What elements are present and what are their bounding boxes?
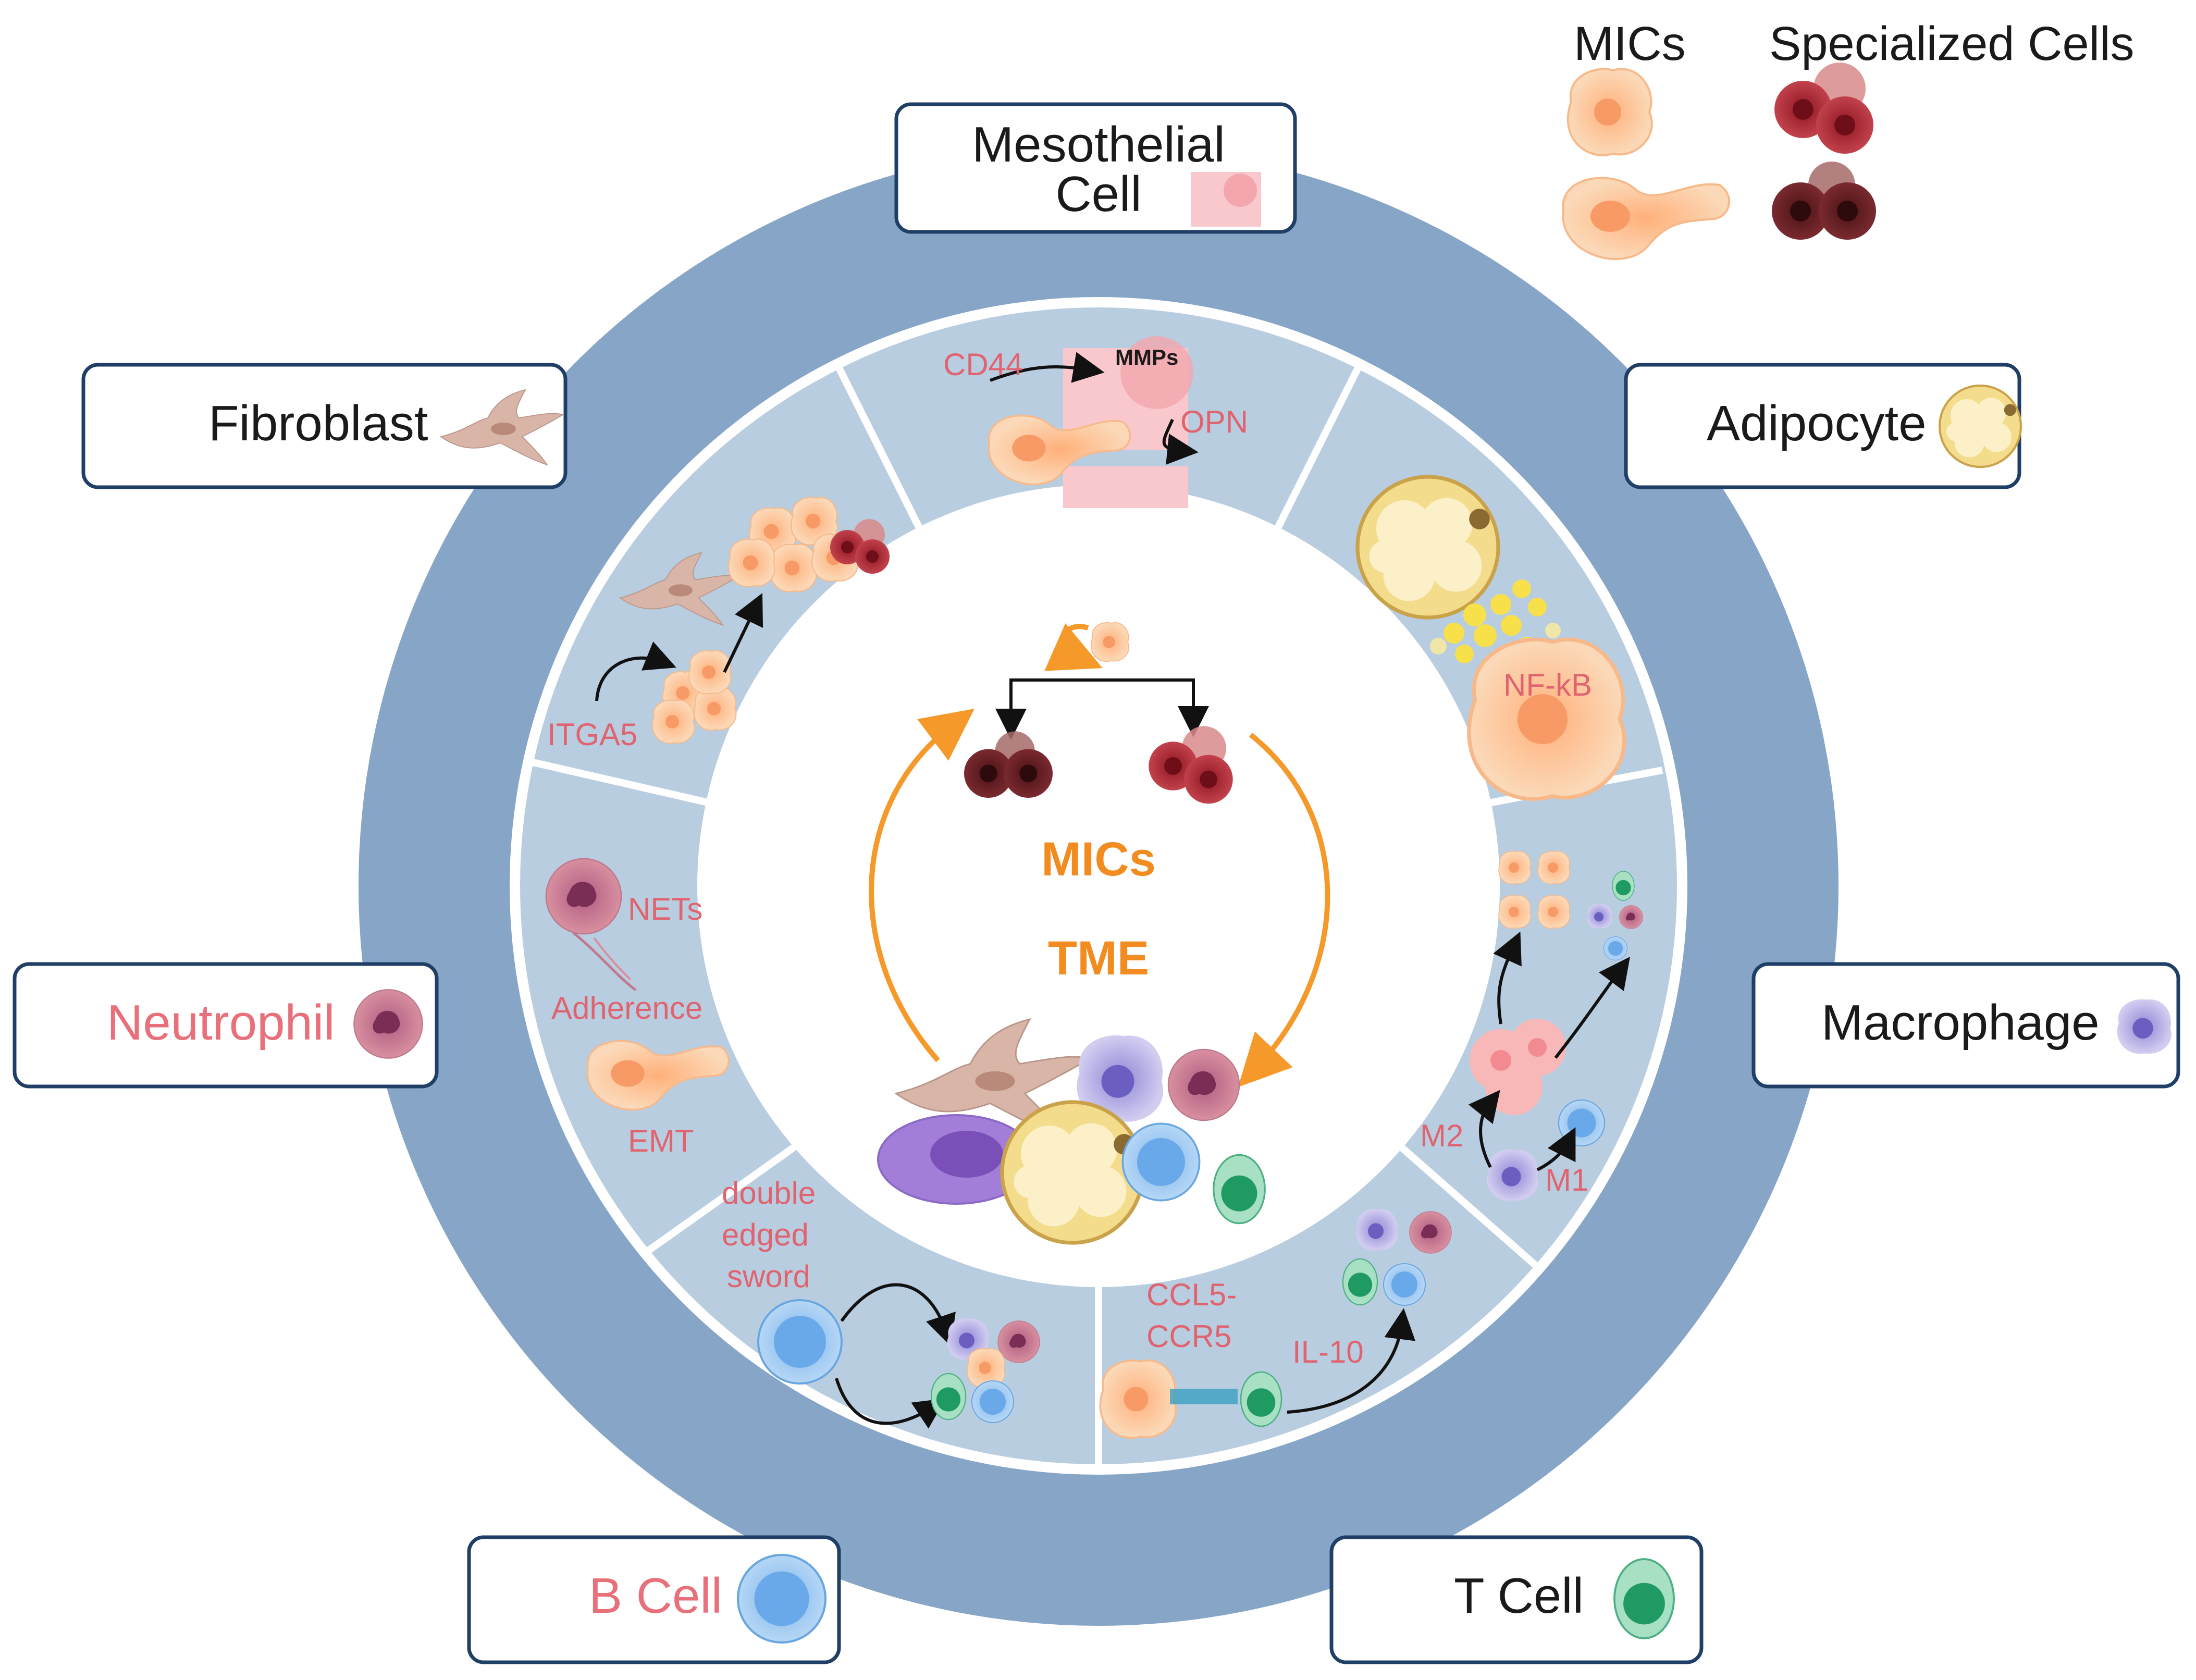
segment-neutrophil: NETs Adherence EMT	[545, 858, 730, 1158]
mesothelial-label-line2: Cell	[1055, 166, 1141, 222]
legend-mic-spindle-icon	[1562, 177, 1731, 261]
legend: MICs Specialized Cells	[1562, 17, 2135, 261]
t-cell-label: T Cell	[1454, 1568, 1584, 1624]
legend-specialized-dark-icon	[1772, 162, 1876, 240]
label-t-cell: T Cell	[1329, 1535, 1704, 1664]
segment-fibroblast: ITGA5	[547, 497, 890, 752]
edged-label: edged	[722, 1217, 809, 1252]
adipocyte-segment-mic-icon	[1469, 639, 1624, 799]
segment-b-cell: double edged sword	[722, 1176, 1040, 1429]
macrophage-label: Macrophage	[1821, 995, 2100, 1051]
center-neutrophil-icon	[1167, 1048, 1240, 1121]
ccl5-label: CCL5-	[1146, 1277, 1237, 1312]
cycle-arrow-right	[1238, 733, 1330, 1088]
legend-mic-round-icon	[1566, 68, 1653, 156]
t-cell-icon	[1613, 1558, 1675, 1639]
opn-label: OPN	[1180, 404, 1248, 439]
macrophage-icon	[2117, 999, 2172, 1054]
center-adipocyte-icon	[1002, 1102, 1143, 1243]
itga5-label: ITGA5	[547, 717, 637, 752]
adherence-label: Adherence	[551, 991, 702, 1026]
b-cell-label: B Cell	[589, 1568, 722, 1624]
center-content: MICs TME	[869, 622, 1330, 1243]
sword-label: sword	[727, 1259, 810, 1294]
double-label: double	[722, 1176, 816, 1210]
m2-label: M2	[1420, 1118, 1463, 1153]
adipocyte-segment-icon	[1358, 477, 1498, 617]
segment-dividers	[525, 364, 1663, 1464]
fibroblast-label: Fibroblast	[208, 396, 428, 451]
label-adipocyte: Adipocyte	[1624, 363, 2021, 489]
t-cell-segment-mic-icon	[1099, 1359, 1177, 1439]
mmps-label: MMPs	[1115, 345, 1178, 369]
b-cell-segment-icon	[757, 1299, 843, 1385]
m1-label: M1	[1545, 1163, 1588, 1197]
center-mic-icon	[1090, 622, 1130, 662]
t-cell-segment-icon	[1240, 1371, 1282, 1427]
macrophage-segment-m1-icon	[1558, 1099, 1606, 1147]
macrophage-segment-m0-icon	[1487, 1149, 1538, 1201]
cd44-label: CD44	[943, 347, 1023, 382]
adipocyte-icon	[1940, 386, 2021, 467]
neutrophil-icon	[353, 989, 423, 1059]
legend-specialized-label: Specialized Cells	[1769, 17, 2135, 70]
segment-t-cell: CCL5- CCR5 IL-10	[1099, 1209, 1452, 1439]
center-t-cell-icon	[1213, 1154, 1266, 1225]
nets-label: NETs	[628, 892, 702, 927]
cycle-arrow-left	[869, 708, 974, 1063]
segment-mesothelial: CD44 MMPs OPN	[943, 336, 1248, 508]
mesothelial-label-line1: Mesothelial	[972, 117, 1225, 172]
center-title-mics: MICs	[1041, 833, 1156, 886]
neutrophil-segment-icon	[545, 858, 622, 935]
legend-mics-label: MICs	[1574, 17, 1686, 70]
legend-specialized-red-icon	[1774, 63, 1873, 154]
label-mesothelial: Mesothelial Cell	[894, 102, 1297, 234]
center-disc	[697, 485, 1500, 1287]
emt-label: EMT	[628, 1123, 694, 1158]
il10-label: IL-10	[1292, 1335, 1364, 1369]
label-macrophage: Macrophage	[1751, 962, 2180, 1089]
adipocyte-label: Adipocyte	[1707, 396, 1927, 451]
nfkb-label: NF-kB	[1503, 668, 1592, 702]
macrophage-segment-mic-1	[1498, 850, 1532, 885]
label-b-cell: B Cell	[467, 1535, 841, 1664]
center-b-cell-icon	[1121, 1122, 1201, 1202]
b-cell-icon	[738, 1555, 825, 1642]
ccr5-label: CCR5	[1146, 1319, 1231, 1354]
segment-macrophage: M2 M1	[1420, 850, 1643, 1201]
center-title-tme: TME	[1048, 932, 1149, 985]
label-fibroblast: Fibroblast	[81, 363, 567, 489]
neutrophil-label: Neutrophil	[107, 995, 335, 1051]
label-neutrophil: Neutrophil	[13, 962, 439, 1089]
macrophage-segment-m2-cluster	[1470, 1019, 1566, 1115]
segment-adipocyte: NF-kB	[1358, 477, 1624, 799]
